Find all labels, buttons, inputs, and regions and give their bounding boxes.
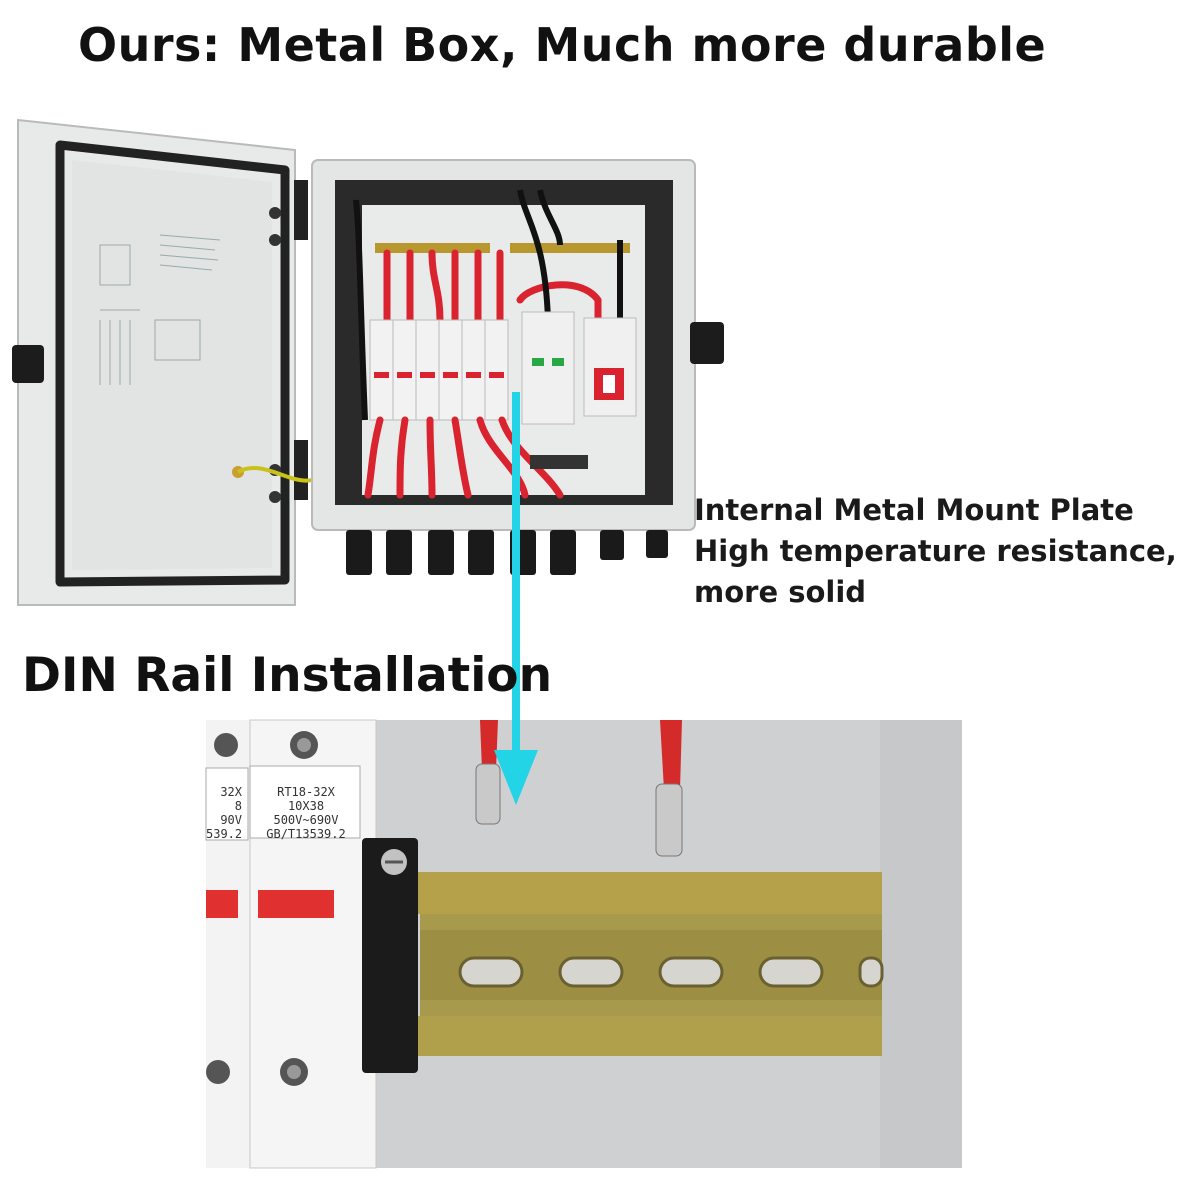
- callout-line-3: more solid: [694, 575, 867, 609]
- surge-protector: [521, 311, 575, 425]
- cable-glands: [346, 530, 668, 575]
- fuse-holder-row: [369, 319, 509, 421]
- callout-line-2: High temperature resistance,: [694, 534, 1177, 568]
- dc-breaker: [583, 317, 637, 417]
- enclosure-door: [12, 118, 374, 606]
- enclosure-body: [311, 159, 724, 575]
- mount-plate-callout: Internal Metal Mount Plate High temperat…: [694, 490, 1177, 613]
- callout-line-1: Internal Metal Mount Plate: [694, 493, 1134, 527]
- fuse-label: RT18-32X 10X38 500V~690V GB/T13539.2: [266, 785, 346, 841]
- din-rail-heading: DIN Rail Installation: [22, 648, 553, 703]
- callout-arrow: [494, 392, 538, 805]
- headline: Ours: Metal Box, Much more durable: [78, 18, 1047, 72]
- din-rail-closeup: [205, 719, 962, 1169]
- fuse-label-partial: 32X 8 90V 539.2: [206, 785, 242, 841]
